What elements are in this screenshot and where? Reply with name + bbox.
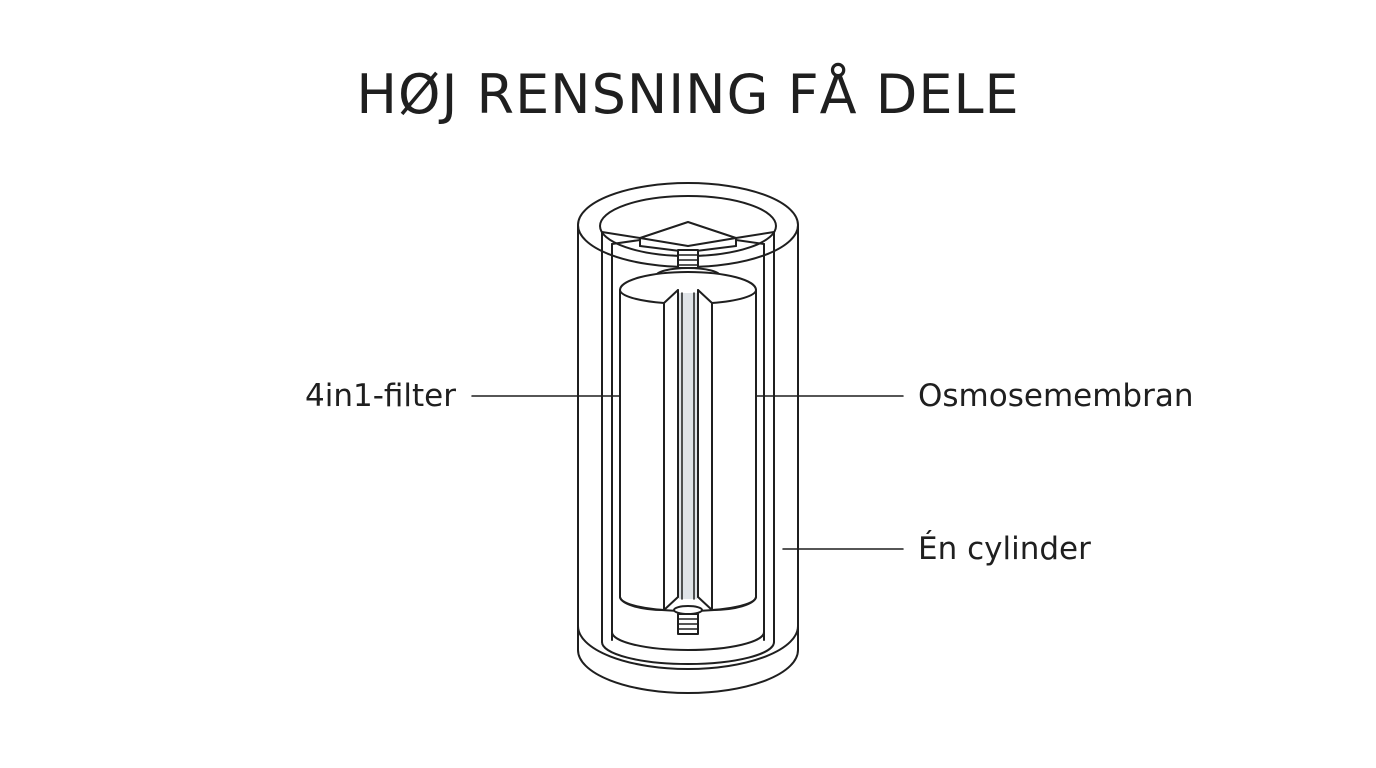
label-filter: 4in1-filter bbox=[304, 378, 456, 414]
label-membrane: Osmosemembran bbox=[918, 378, 1194, 414]
cutaway-opening bbox=[601, 221, 775, 665]
page-title: HØJ RENSNING FÅ DELE bbox=[356, 63, 1020, 126]
membrane-rod bbox=[679, 292, 697, 600]
lower-connector bbox=[673, 605, 703, 635]
label-cylinder: Én cylinder bbox=[918, 531, 1091, 567]
